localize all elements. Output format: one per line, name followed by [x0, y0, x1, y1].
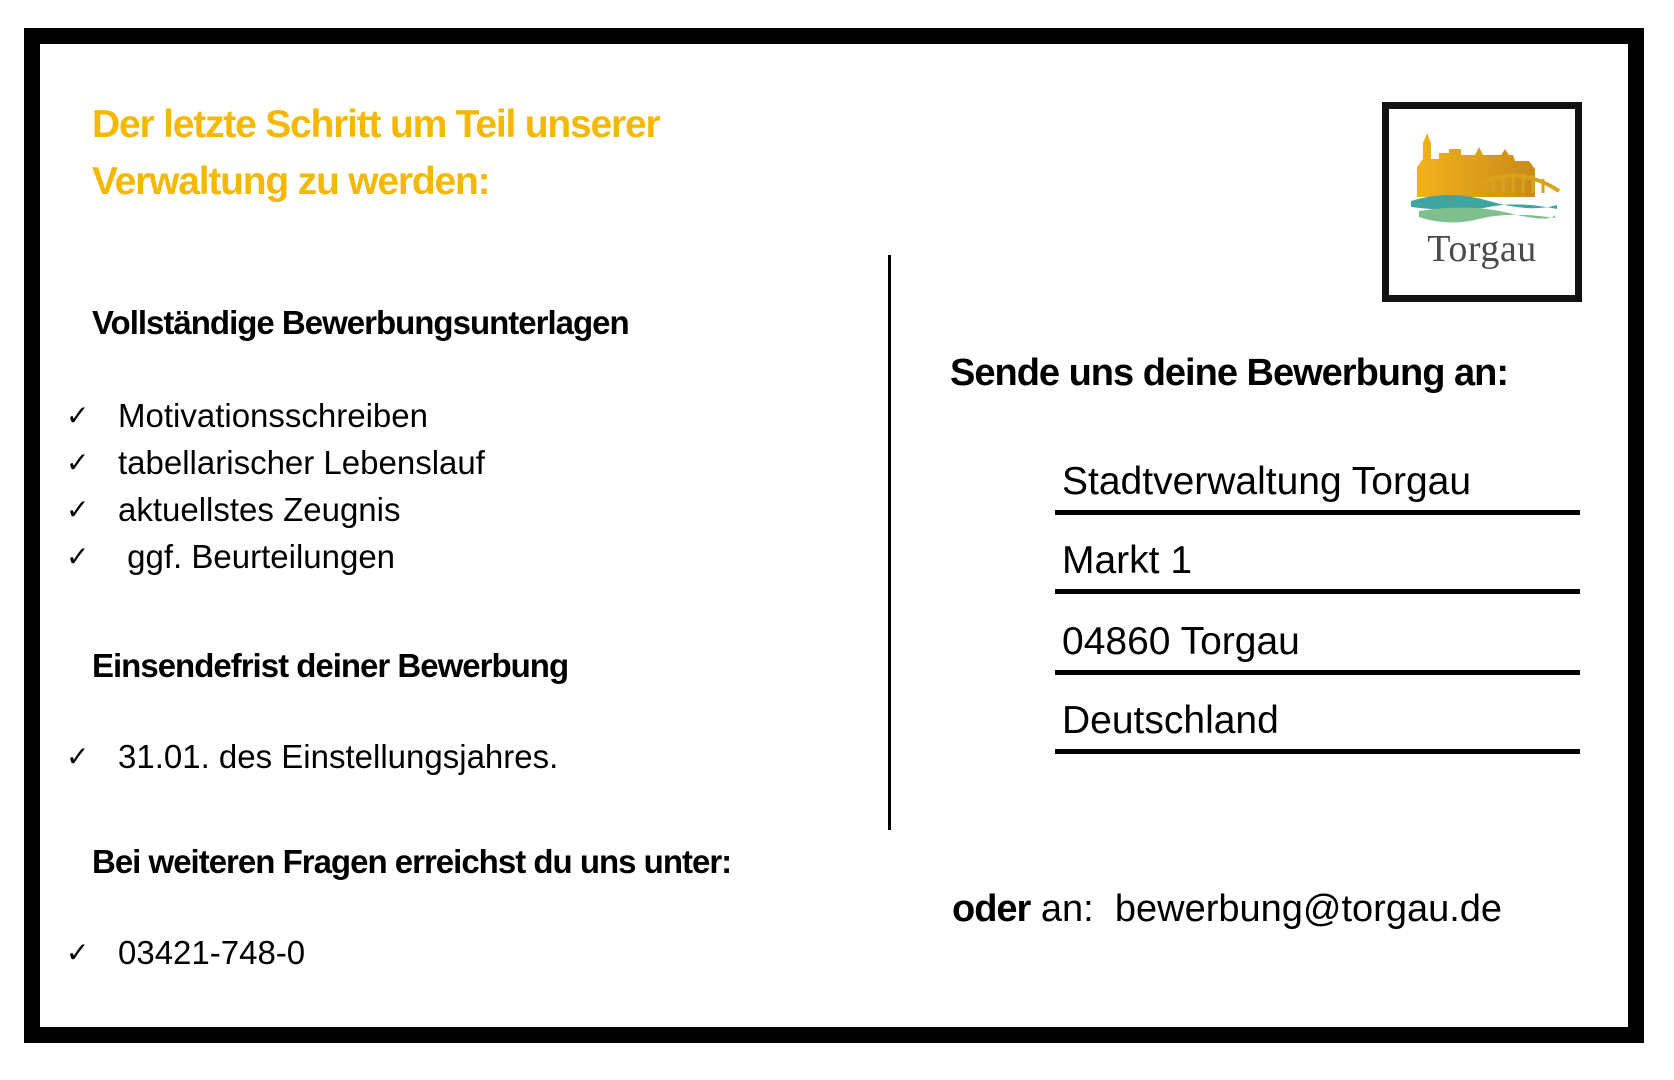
- questions-heading: Bei weiteren Fragen erreichst du uns unt…: [92, 843, 732, 880]
- checkmark-icon: ✓: [66, 493, 90, 526]
- an-label: an:: [1030, 888, 1115, 930]
- list-item-text: 31.01. des Einstellungsjahres.: [118, 737, 559, 775]
- email-link[interactable]: bewerbung@torgau.de: [1114, 888, 1503, 930]
- list-item: ✓ tabellarischer Lebenslauf: [66, 439, 485, 486]
- list-item-text: tabellarischer Lebenslauf: [118, 443, 485, 481]
- river-wave: [1419, 207, 1555, 223]
- list-item-text: ggf. Beurteilungen: [118, 537, 396, 575]
- checkmark-icon: ✓: [66, 399, 90, 432]
- list-item: ✓ Motivationsschreiben: [66, 392, 485, 439]
- checkmark-icon: ✓: [66, 936, 90, 969]
- address-line: 04860 Torgau: [1055, 612, 1580, 675]
- river-wave: [1411, 195, 1557, 210]
- castle-shape: [1417, 133, 1535, 197]
- list-item: ✓ aktuellstes Zeugnis: [66, 486, 485, 533]
- email-contact: oder an: bewerbung@torgau.de: [952, 888, 1502, 931]
- checkmark-icon: ✓: [66, 740, 90, 773]
- headline-line-1: Der letzte Schritt um Teil unserer: [92, 103, 661, 146]
- checkmark-icon: ✓: [66, 446, 90, 479]
- deadline-heading: Einsendefrist deiner Bewerbung: [92, 647, 569, 684]
- deadline-checklist: ✓ 31.01. des Einstellungsjahres.: [66, 733, 558, 780]
- headline-line-2: Verwaltung zu werden:: [92, 160, 491, 203]
- address-text: 04860 Torgau: [1062, 620, 1300, 663]
- oder-label: oder: [952, 888, 1031, 930]
- checkmark-icon: ✓: [66, 540, 90, 573]
- documents-checklist: ✓ Motivationsschreiben ✓ tabellarischer Le…: [66, 392, 485, 580]
- address-text: Markt 1: [1062, 539, 1193, 582]
- bridge-shape: [1480, 173, 1561, 193]
- application-card: [24, 28, 1644, 1043]
- address-line: Deutschland: [1055, 691, 1580, 754]
- documents-heading: Vollständige Bewerbungsunterlagen: [92, 304, 630, 341]
- send-heading: Sende uns deine Bewerbung an:: [950, 352, 1509, 394]
- address-text: Deutschland: [1062, 699, 1279, 742]
- address-line: Stadtverwaltung Torgau: [1055, 452, 1580, 515]
- torgau-logo: Torgau: [1382, 102, 1582, 302]
- list-item: ✓ 03421-748-0: [66, 929, 305, 976]
- headline: Der letzte Schritt um Teil unserer Verwa…: [92, 96, 832, 210]
- list-item-text: aktuellstes Zeugnis: [118, 490, 401, 528]
- list-item: ✓ 31.01. des Einstellungsjahres.: [66, 733, 558, 780]
- castle-river-logo-icon: [1411, 133, 1561, 223]
- phone-number: 03421-748-0: [118, 933, 306, 971]
- list-item-text: Motivationsschreiben: [118, 396, 428, 434]
- address-text: Stadtverwaltung Torgau: [1062, 460, 1472, 503]
- address-line: Markt 1: [1055, 531, 1580, 594]
- phone-checklist: ✓ 03421-748-0: [66, 929, 305, 976]
- list-item: ✓ ggf. Beurteilungen: [66, 533, 485, 580]
- logo-wordmark: Torgau: [1427, 228, 1537, 270]
- vertical-divider: [888, 255, 891, 830]
